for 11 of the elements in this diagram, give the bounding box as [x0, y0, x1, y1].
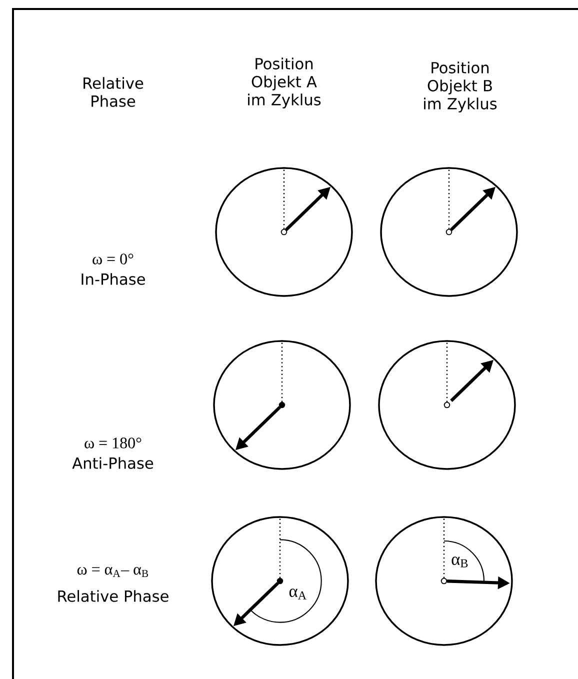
column-heading: Position Objekt A im Zyklus: [248, 58, 321, 108]
phase-formula: ω = 180°: [84, 438, 142, 448]
phase-formula: ω = α$_{A}$– α$_{B}$: [77, 567, 148, 577]
angle-label: α$_{B}$: [452, 556, 468, 568]
row-label: In-Phase: [82, 273, 145, 285]
column-heading: Position Objekt B im Zyklus: [424, 62, 497, 112]
angle-label: α$_{A}$: [289, 588, 306, 600]
row-label: Relative Phase: [58, 590, 168, 602]
phase-formula: ω = 0°: [92, 254, 134, 264]
column-heading: Relative Phase: [84, 77, 144, 107]
row-label: Anti-Phase: [72, 457, 154, 469]
